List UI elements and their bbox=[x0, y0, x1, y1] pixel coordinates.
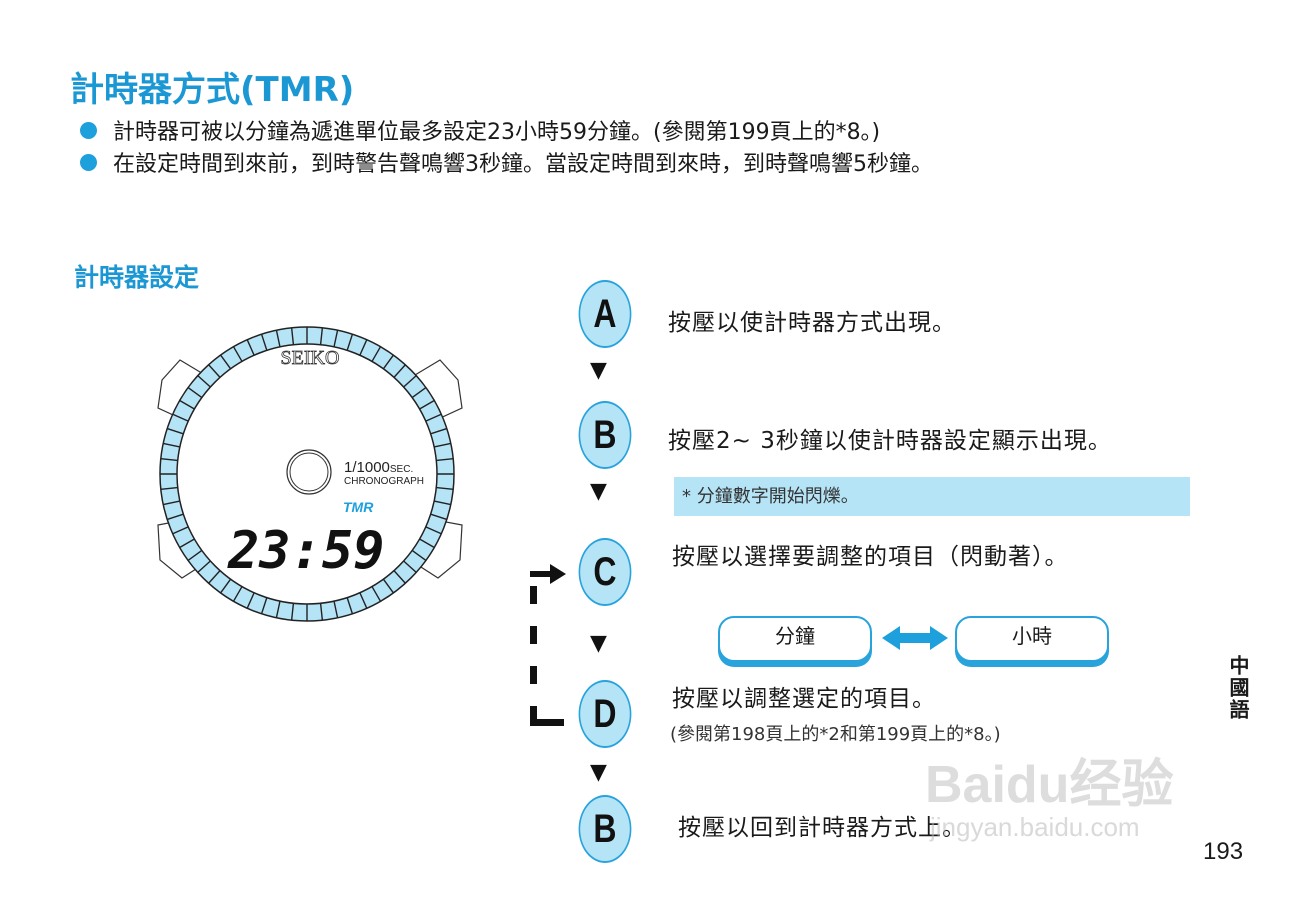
page-number: 193 bbox=[1203, 838, 1244, 865]
down-arrow-icon: ▼ bbox=[590, 358, 607, 383]
bezel-segment bbox=[260, 333, 268, 351]
bezel-segment bbox=[430, 513, 448, 521]
bezel-segment bbox=[403, 560, 417, 573]
bezel-segment bbox=[319, 603, 324, 621]
bezel-segment bbox=[393, 570, 406, 584]
bullet-icon bbox=[80, 153, 97, 171]
button-a: A bbox=[578, 280, 632, 348]
bezel-segment bbox=[346, 597, 354, 615]
step-a-text: 按壓以使計時器方式出現。 bbox=[668, 310, 956, 336]
bezel-segment bbox=[359, 339, 368, 356]
bezel-segment bbox=[359, 592, 368, 609]
right-arrow-icon bbox=[530, 564, 566, 584]
bezel-segment bbox=[172, 413, 189, 422]
double-arrow-icon bbox=[882, 626, 948, 650]
step-d-text: 按壓以調整選定的項目。 bbox=[672, 686, 936, 712]
bezel-segment bbox=[419, 538, 435, 549]
bezel-segment bbox=[411, 387, 427, 399]
brand-logo: SEIKO bbox=[281, 347, 340, 369]
bezel-segment bbox=[333, 601, 339, 618]
bezel-segment bbox=[172, 526, 189, 535]
button-c: C bbox=[578, 538, 632, 606]
button-b-return: B bbox=[578, 795, 632, 863]
option-hours: 小時 bbox=[955, 616, 1109, 662]
down-arrow-icon: ▼ bbox=[590, 631, 607, 656]
step-b-text: 按壓2~ 3秒鐘以使計時器設定顯示出現。 bbox=[668, 428, 1112, 454]
bezel-segment bbox=[220, 578, 232, 594]
step-c-text: 按壓以選擇要調整的項目（閃動著）。 bbox=[672, 544, 1069, 570]
bezel-segment bbox=[290, 603, 295, 621]
svg-text:1/1000SEC.: 1/1000SEC. bbox=[344, 459, 413, 476]
watch-label-unit: SEC. bbox=[390, 464, 413, 475]
bezel-segment bbox=[187, 387, 203, 399]
bezel-segment bbox=[160, 486, 178, 491]
bezel-segment bbox=[160, 457, 178, 462]
bullet-text: 計時器可被以分鐘為遞進單位最多設定23小時59分鐘。(參閱第199頁上的*8。) bbox=[113, 120, 881, 145]
bezel-segment bbox=[220, 354, 232, 370]
bullet-item: 計時器可被以分鐘為遞進單位最多設定23小時59分鐘。(參閱第199頁上的*8。) bbox=[80, 114, 880, 146]
bezel-segment bbox=[197, 560, 211, 573]
bullet-icon bbox=[80, 121, 97, 139]
time-display: 23:59 bbox=[227, 521, 385, 581]
bezel-segment bbox=[371, 346, 382, 362]
bezel-segment bbox=[163, 442, 180, 448]
bezel-segment bbox=[246, 592, 255, 609]
bezel-segment bbox=[425, 413, 442, 422]
bezel-segment bbox=[430, 427, 448, 435]
bezel-segment bbox=[411, 549, 427, 561]
watch-illustration: SEIKO 1/1000SEC. CHRONOGRAPH TMR 23:59 bbox=[157, 326, 463, 622]
down-arrow-icon: ▼ bbox=[590, 479, 607, 504]
bezel-segment bbox=[208, 364, 221, 378]
bullet-text: 在設定時間到來前，到時警告聲鳴響3秒鐘。當設定時間到來時，到時聲鳴響5秒鐘。 bbox=[113, 152, 933, 177]
bezel-segment bbox=[333, 330, 339, 347]
watermark-url: jingyan.baidu.com bbox=[930, 812, 1140, 842]
bezel-segment bbox=[346, 333, 354, 351]
step-b-return-text: 按壓以回到計時器方式上。 bbox=[678, 815, 966, 841]
bezel-segment bbox=[197, 375, 211, 388]
bezel-segment bbox=[275, 601, 281, 618]
bezel-segment bbox=[393, 364, 406, 378]
mode-indicator: TMR bbox=[343, 499, 374, 515]
bezel-segment bbox=[179, 399, 195, 410]
bezel-segment bbox=[419, 399, 435, 410]
bezel-segment bbox=[275, 330, 281, 347]
step-d-reference: (參閱第198頁上的*2和第199頁上的*8。) bbox=[670, 724, 1001, 745]
bezel-segment bbox=[166, 427, 184, 435]
step-b-note: * 分鐘數字開始閃爍。 bbox=[674, 477, 1190, 516]
bezel-segment bbox=[260, 597, 268, 615]
bezel-segment bbox=[425, 526, 442, 535]
language-tab: 中國語 bbox=[1226, 655, 1250, 721]
bezel-segment bbox=[187, 549, 203, 561]
button-b: B bbox=[578, 401, 632, 469]
bezel-segment bbox=[166, 513, 184, 521]
bezel-segment bbox=[163, 500, 180, 506]
watermark-logo: Baidu经验 bbox=[925, 756, 1174, 814]
bezel-segment bbox=[371, 586, 382, 602]
bezel-segment bbox=[434, 500, 451, 506]
watch-label-precision: 1/1000 bbox=[344, 459, 390, 476]
section-title: 計時器設定 bbox=[74, 263, 200, 292]
bezel-segment bbox=[436, 457, 454, 462]
bezel-segment bbox=[179, 538, 195, 549]
page-title: 計時器方式(TMR) bbox=[70, 70, 355, 110]
down-arrow-icon: ▼ bbox=[590, 760, 607, 785]
bezel-segment bbox=[246, 339, 255, 356]
bezel-segment bbox=[382, 354, 394, 370]
bezel-segment bbox=[382, 578, 394, 594]
bezel-segment bbox=[208, 570, 221, 584]
button-d: D bbox=[578, 680, 632, 748]
bezel-segment bbox=[319, 327, 324, 345]
bezel-segment bbox=[232, 346, 243, 362]
watch-label-chronograph: CHRONOGRAPH bbox=[344, 476, 424, 487]
bezel-segment bbox=[436, 486, 454, 491]
bullet-item: 在設定時間到來前，到時警告聲鳴響3秒鐘。當設定時間到來時，到時聲鳴響5秒鐘。 bbox=[80, 146, 933, 178]
bezel-segment bbox=[403, 375, 417, 388]
bezel-segment bbox=[434, 442, 451, 448]
bezel-segment bbox=[232, 586, 243, 602]
option-minutes: 分鐘 bbox=[718, 616, 872, 662]
bezel-segment bbox=[290, 327, 295, 345]
